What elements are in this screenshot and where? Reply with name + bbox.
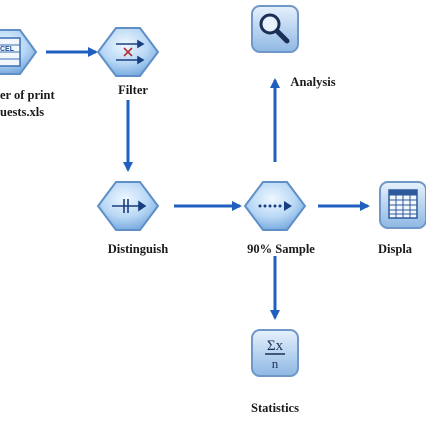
- statistics-node-square: [251, 329, 299, 377]
- table-grid-icon: [388, 189, 418, 219]
- filter-arrows-icon: [116, 39, 145, 65]
- sigma-n-icon: Σx n: [265, 338, 285, 371]
- sample-dotted-arrow-icon: [258, 201, 292, 211]
- filter-node[interactable]: [96, 27, 160, 77]
- distinguish-label: Distinguish: [107, 242, 169, 256]
- display-label: Displa: [378, 242, 413, 256]
- statistics-node[interactable]: Σx n: [251, 329, 299, 377]
- sigma-glyph: Σx: [267, 338, 284, 354]
- excel-file-icon: CEL: [0, 37, 21, 67]
- svg-text:CEL: CEL: [0, 46, 15, 53]
- excel-source-label-line2: uests.xls: [0, 105, 45, 119]
- sample-node[interactable]: [243, 181, 307, 231]
- analysis-label: Analysis: [290, 75, 336, 89]
- distinguish-node[interactable]: [96, 181, 160, 231]
- magnifier-icon: [259, 13, 290, 44]
- excel-source-label-line1: er of print: [0, 88, 55, 102]
- display-node[interactable]: [379, 181, 426, 229]
- distinguish-arrow-icon: [112, 199, 147, 213]
- sample-label: 90% Sample: [247, 242, 315, 256]
- analysis-node[interactable]: [251, 5, 299, 53]
- n-glyph: n: [272, 356, 279, 371]
- filter-label: Filter: [118, 83, 148, 97]
- connectors: [46, 47, 370, 320]
- excel-source-node[interactable]: CEL: [0, 29, 38, 75]
- statistics-label: Statistics: [251, 401, 299, 415]
